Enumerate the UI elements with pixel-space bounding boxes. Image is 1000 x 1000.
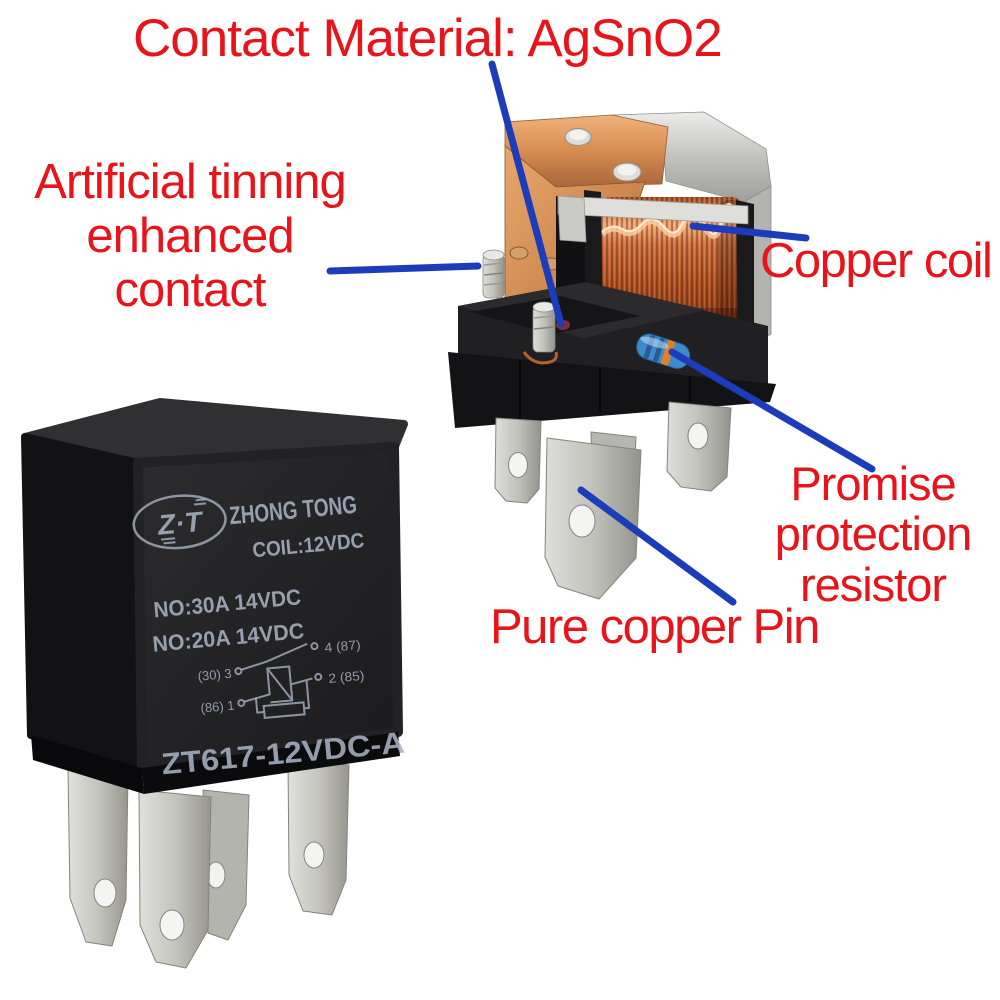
schematic-pin2-label: 2 (85) bbox=[328, 668, 365, 686]
annotation-artificial-tinning-line1: Artificial tinning bbox=[34, 155, 347, 209]
packaged-relay-photo: Z·T ZHONG TONG COIL:12VDC NO:30A 14VDC N… bbox=[21, 398, 408, 969]
annotation-protection-resistor: Promise protection resistor bbox=[746, 457, 1000, 611]
logo-ellipse bbox=[132, 494, 227, 550]
annotation-artificial-tinning: Artificial tinning enhanced contact bbox=[6, 155, 374, 318]
annotation-contact-material: Contact Material: AgSnO2 bbox=[133, 9, 723, 68]
cutaway-pins bbox=[494, 401, 732, 600]
schematic-pin1-label: (86) 1 bbox=[200, 698, 235, 716]
cutaway-relay-photo bbox=[448, 111, 776, 600]
annotation-copper-coil: Copper coil bbox=[760, 234, 993, 288]
schematic-pin4-label: 4 (87) bbox=[324, 637, 361, 655]
annotation-pure-copper-pin: Pure copper Pin bbox=[490, 600, 820, 654]
annotation-protection-resistor-line1: Promise bbox=[790, 457, 956, 510]
annotation-artificial-tinning-line2: enhanced contact bbox=[86, 208, 294, 317]
annotation-protection-resistor-line2: protection bbox=[774, 507, 972, 561]
schematic-pin3-label: (30) 3 bbox=[197, 666, 232, 684]
packaged-pins bbox=[67, 759, 350, 969]
pin-schematic: (30) 3 4 (87) (86) 1 2 (85) bbox=[197, 637, 365, 720]
annotation-protection-resistor-line3: resistor bbox=[799, 557, 947, 611]
copper-wire bbox=[522, 351, 558, 365]
contact-bead bbox=[556, 320, 570, 330]
logo-text: Z·T bbox=[155, 506, 206, 541]
relay-body bbox=[21, 398, 408, 794]
